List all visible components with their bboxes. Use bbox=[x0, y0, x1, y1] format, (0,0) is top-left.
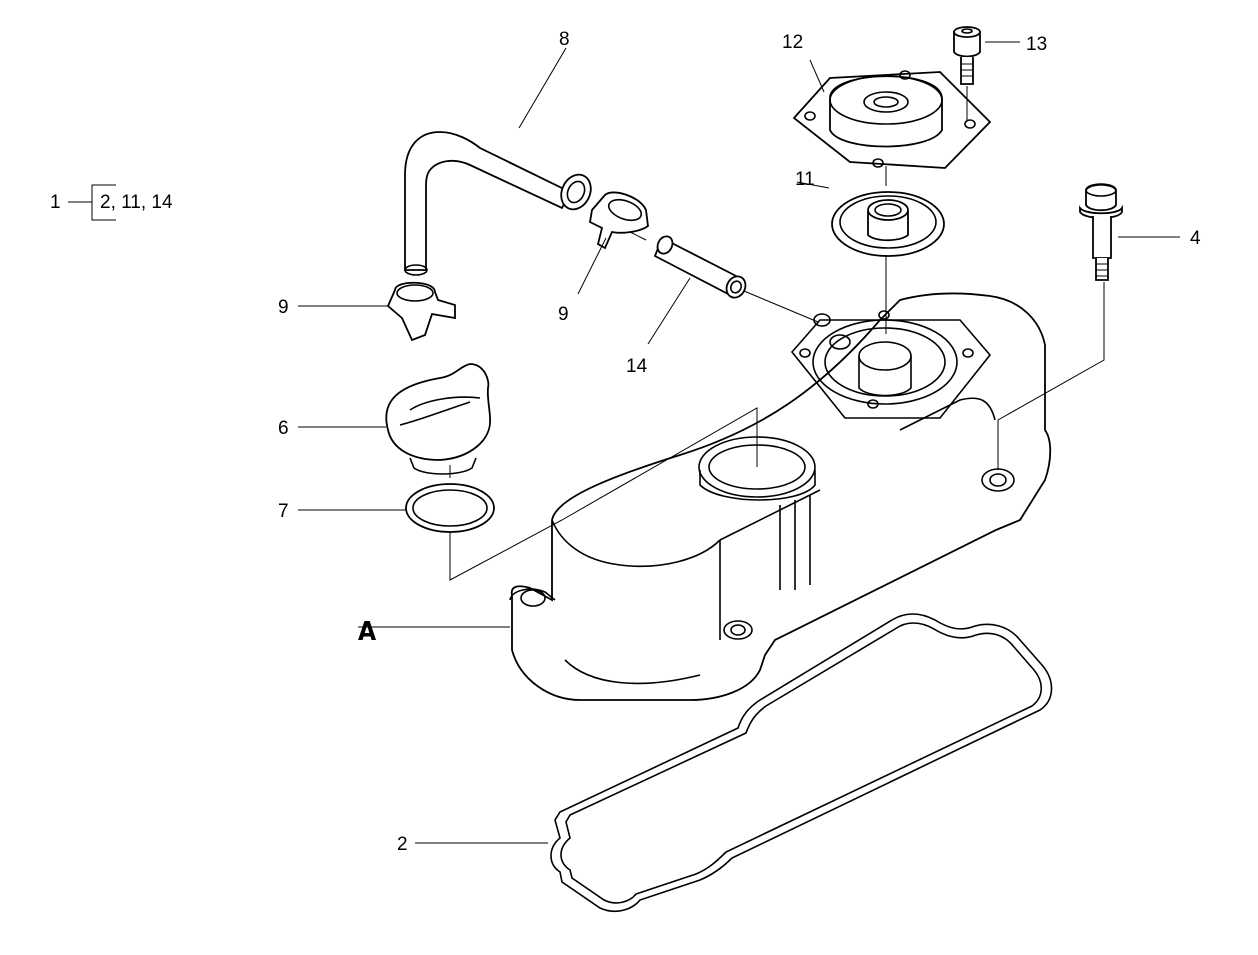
assembly-note: 1 2, 11, 14 bbox=[50, 184, 173, 221]
hose-part-8: 8 bbox=[404, 29, 592, 276]
o-ring-part-7: 7 bbox=[278, 407, 758, 581]
assembly-parent-label: 1 bbox=[50, 192, 61, 213]
callout-A: A bbox=[358, 617, 376, 647]
filler-cap-part-6: 6 bbox=[278, 363, 491, 475]
callout-7: 7 bbox=[278, 501, 289, 522]
callout-9-right: 9 bbox=[558, 304, 569, 325]
valve-part-11: 11 bbox=[795, 166, 945, 334]
cover-part-12: 12 bbox=[782, 32, 992, 169]
callout-6: 6 bbox=[278, 418, 289, 439]
callout-8: 8 bbox=[559, 29, 570, 50]
bolt-part-4: 4 bbox=[997, 183, 1201, 470]
callout-2: 2 bbox=[397, 834, 408, 855]
callout-4: 4 bbox=[1190, 228, 1201, 249]
callout-11: 11 bbox=[795, 169, 815, 190]
callout-14: 14 bbox=[626, 356, 648, 377]
clip-part-9-right: 9 bbox=[558, 191, 649, 325]
tube-part-14: 14 bbox=[626, 231, 819, 377]
callout-13: 13 bbox=[1026, 34, 1047, 55]
clip-part-9-left: 9 bbox=[278, 281, 456, 342]
callout-12: 12 bbox=[782, 32, 803, 53]
gasket-part-2: 2 bbox=[397, 613, 1053, 912]
assembly-children-label: 2, 11, 14 bbox=[100, 192, 173, 213]
callout-9-left: 9 bbox=[278, 297, 289, 318]
screw-part-13: 13 bbox=[953, 26, 1047, 120]
